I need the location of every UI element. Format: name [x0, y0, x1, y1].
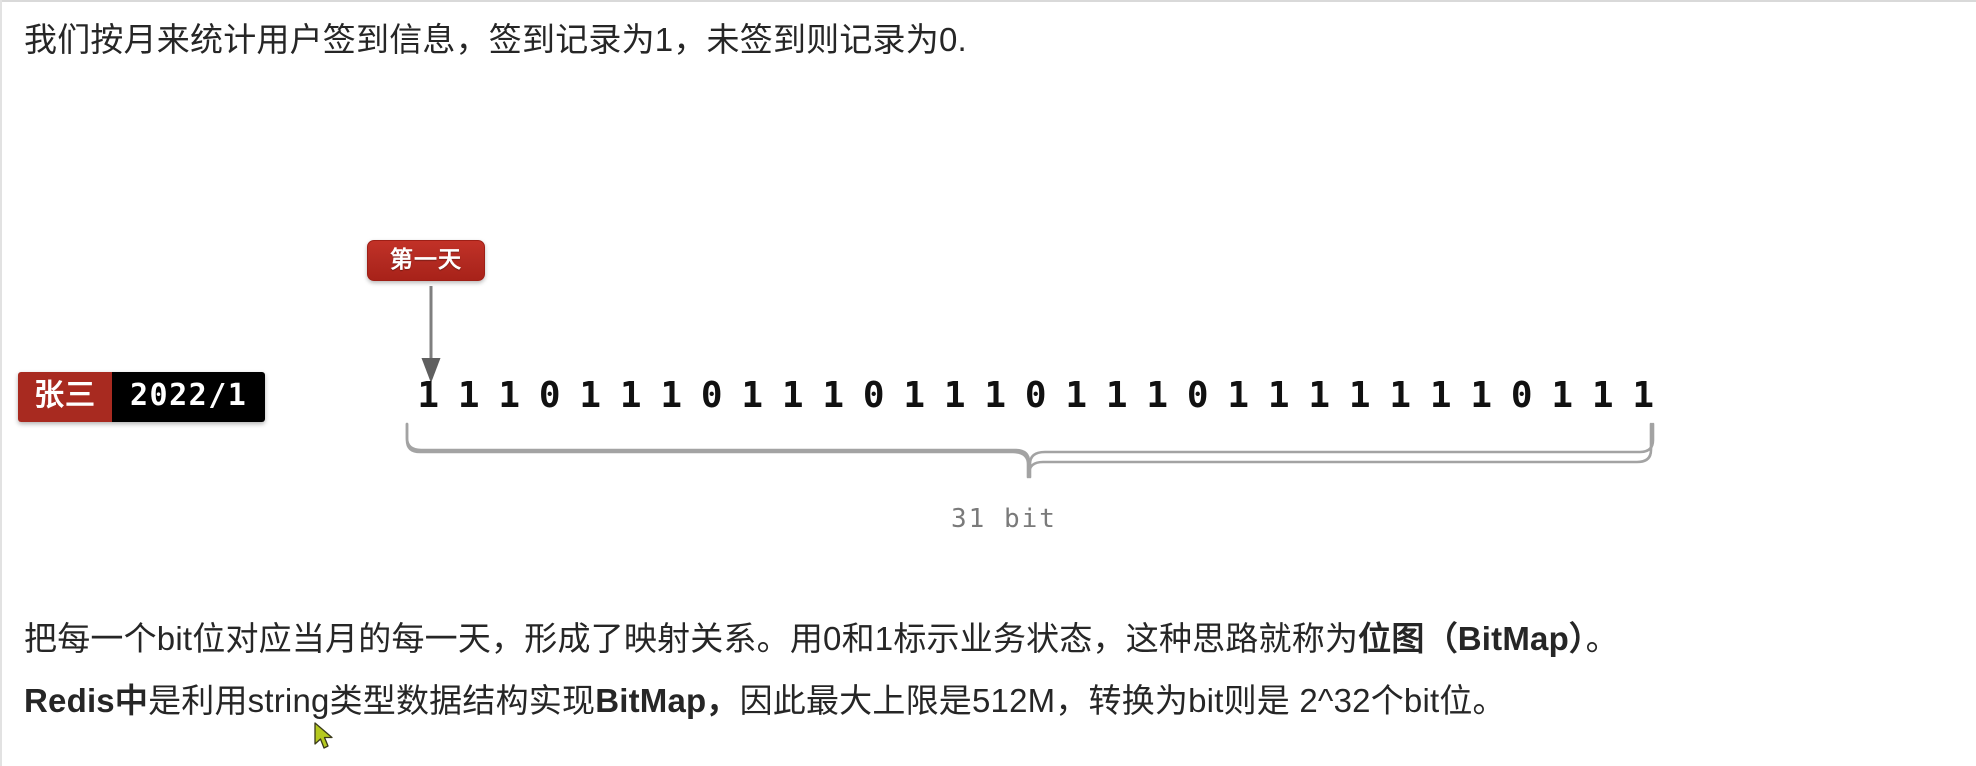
- bitmap-term-bold: 位图（BitMap）: [1358, 620, 1586, 657]
- bit-cell: 1: [1632, 375, 1655, 416]
- bit-cell: 1: [822, 375, 845, 416]
- explanation-line-2-part-1: 是利用string类型数据结构实现: [148, 682, 596, 719]
- bit-cell: 1: [1429, 375, 1452, 416]
- bit-count-text: 31 bit: [951, 504, 1057, 534]
- explanation-line-1-part-1: 把每一个bit位对应当月的每一天，形成了映射关系。用0和1标示业务状态，这种思路…: [24, 620, 1359, 657]
- bit-cell: 1: [579, 375, 602, 416]
- bit-cell: 0: [862, 375, 885, 416]
- bitmap-impl-bold: BitMap，: [595, 682, 740, 719]
- bit-cell: 1: [943, 375, 966, 416]
- range-brace: [405, 422, 1658, 482]
- bit-cell: 0: [1186, 375, 1209, 416]
- redis-term-bold: Redis中: [24, 682, 149, 719]
- first-day-badge: 第一天: [367, 240, 485, 281]
- page-top-rule: [0, 0, 1976, 2]
- bit-cell: 0: [700, 375, 723, 416]
- bit-cell: 0: [538, 375, 561, 416]
- page-left-rule: [0, 0, 2, 766]
- bit-cell: 1: [1105, 375, 1128, 416]
- user-name-label: 张三: [18, 372, 112, 423]
- bit-cell: 1: [1267, 375, 1290, 416]
- bit-cell: 1: [984, 375, 1007, 416]
- explanation-line-2-part-2: 因此最大上限是512M，转换为bit则是 2^32个bit位。: [739, 682, 1506, 719]
- bit-cell: 1: [457, 375, 480, 416]
- bit-cell: 1: [619, 375, 642, 416]
- explanation-line-1-part-2: 。: [1585, 620, 1619, 657]
- bit-cell: 1: [781, 375, 804, 416]
- month-label: 2022/1: [112, 372, 266, 423]
- explanation-line-1: 把每一个bit位对应当月的每一天，形成了映射关系。用0和1标示业务状态，这种思路…: [24, 608, 1964, 670]
- bit-cell: 1: [1227, 375, 1250, 416]
- bit-cell: 0: [1024, 375, 1047, 416]
- bit-cell: 1: [417, 375, 440, 416]
- bit-cell: 1: [741, 375, 764, 416]
- bit-cell: 1: [1308, 375, 1331, 416]
- bit-cell: 1: [660, 375, 683, 416]
- bit-cell: 1: [1470, 375, 1493, 416]
- user-month-chip: 张三 2022/1: [18, 372, 266, 423]
- bit-cell: 1: [1591, 375, 1614, 416]
- down-arrow-icon: [418, 286, 444, 384]
- bit-cell: 0: [1510, 375, 1533, 416]
- explanation-paragraphs: 把每一个bit位对应当月的每一天，形成了映射关系。用0和1标示业务状态，这种思路…: [24, 608, 1964, 732]
- bit-cell: 1: [1389, 375, 1412, 416]
- explanation-line-2: Redis中是利用string类型数据结构实现BitMap，因此最大上限是512…: [24, 670, 1964, 732]
- intro-paragraph: 我们按月来统计用户签到信息，签到记录为1，未签到则记录为0.: [24, 21, 967, 58]
- bit-cell: 1: [1348, 375, 1371, 416]
- bit-cell: 1: [1065, 375, 1088, 416]
- bit-cell: 1: [1146, 375, 1169, 416]
- bit-cell: 1: [498, 375, 521, 416]
- bit-cell: 1: [903, 375, 926, 416]
- bit-count-caption: 31 bit: [0, 504, 1976, 534]
- bit-cell: 1: [1551, 375, 1574, 416]
